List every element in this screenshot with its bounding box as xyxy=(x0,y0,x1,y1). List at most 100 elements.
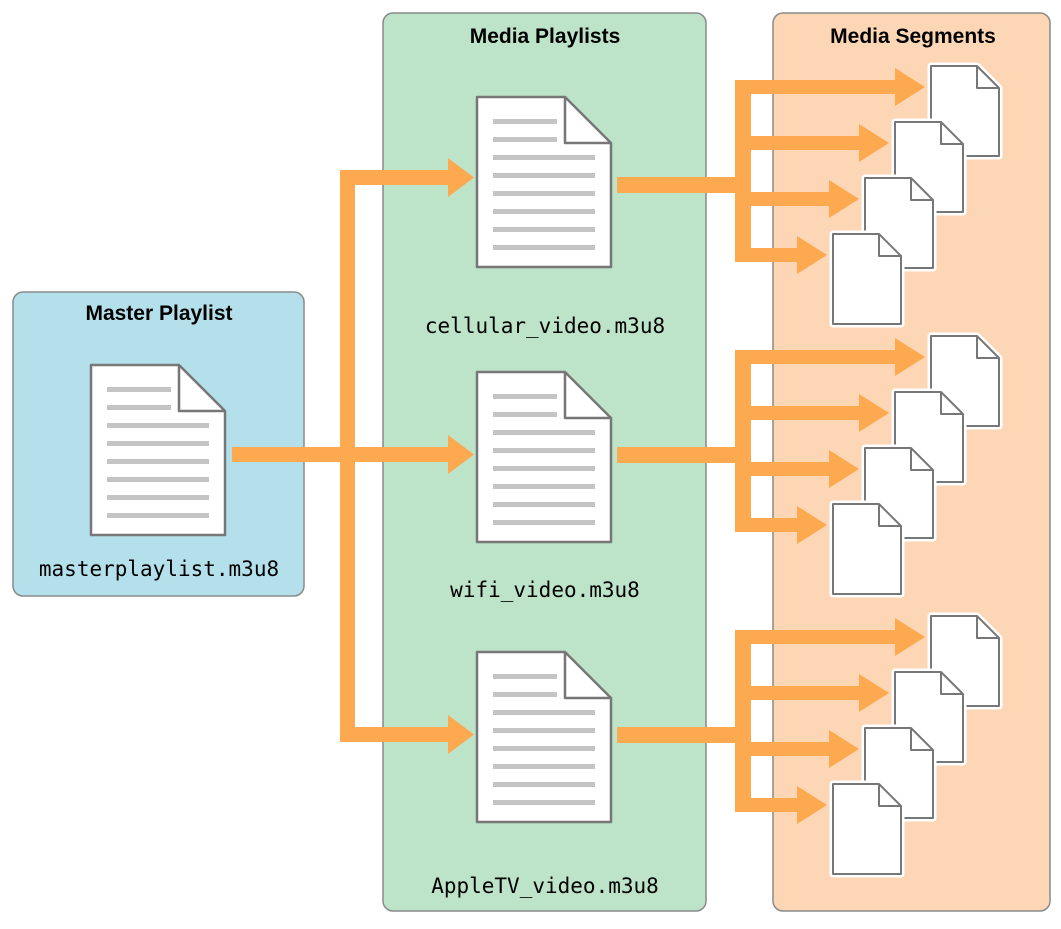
playlist-to-segments-shaft xyxy=(617,177,751,193)
arrow-icon xyxy=(829,450,859,488)
document-text-line xyxy=(493,484,595,489)
segment-fan-bar xyxy=(735,80,751,262)
arrow-shaft xyxy=(735,192,831,206)
document-text-line xyxy=(493,692,557,697)
arrow-icon xyxy=(797,506,827,544)
document-text-line xyxy=(493,520,595,525)
arrow-shaft xyxy=(735,630,897,644)
text-document-icon xyxy=(475,650,613,824)
arrow-icon xyxy=(448,158,474,197)
document-text-line xyxy=(493,191,595,196)
arrow-icon xyxy=(895,338,925,376)
arrow-shaft xyxy=(735,742,831,756)
document-text-line xyxy=(493,800,595,805)
arrow-to-cellular xyxy=(340,158,474,197)
document-text-line xyxy=(493,466,595,471)
arrow-shaft xyxy=(735,518,799,532)
arrow-icon xyxy=(448,435,474,474)
document-text-line xyxy=(493,209,595,214)
document-text-line xyxy=(107,423,209,428)
arrow-shaft xyxy=(735,686,861,700)
arrow-icon xyxy=(859,124,889,162)
document-text-line xyxy=(493,674,557,679)
document-text-line xyxy=(493,710,595,715)
arrow-icon xyxy=(829,730,859,768)
segment-fan-bar xyxy=(735,630,751,812)
document-text-line xyxy=(493,502,595,507)
document-text-line xyxy=(493,394,557,399)
arrow-shaft xyxy=(735,350,897,364)
document-fold xyxy=(878,504,901,527)
document-fold xyxy=(940,392,963,415)
document-text-line xyxy=(107,495,209,500)
document-text-line xyxy=(107,477,209,482)
arrow-icon xyxy=(829,180,859,218)
arrow-shaft xyxy=(340,447,450,462)
document-fold xyxy=(976,616,999,639)
document-text-line xyxy=(493,227,595,232)
segment-group xyxy=(617,332,1003,598)
document-text-line xyxy=(493,764,595,769)
document-fold xyxy=(878,784,901,807)
document-text-line xyxy=(493,782,595,787)
document-text-line xyxy=(493,448,595,453)
arrow-icon xyxy=(859,674,889,712)
document-text-line xyxy=(493,430,595,435)
document-text-line xyxy=(107,441,209,446)
playlist-to-segments-shaft xyxy=(617,727,751,743)
document-fold xyxy=(910,178,933,201)
arrow-icon xyxy=(797,786,827,824)
document-fold xyxy=(878,234,901,257)
segment-fan-bar xyxy=(735,350,751,532)
document-fold xyxy=(563,372,611,420)
document-text-line xyxy=(107,459,209,464)
document-fold xyxy=(910,728,933,751)
segment-group xyxy=(617,612,1003,878)
document-text-line xyxy=(493,173,595,178)
master-to-media-arrows xyxy=(232,158,474,754)
media-file-label-wifi: wifi_video.m3u8 xyxy=(450,578,640,602)
text-document-icon xyxy=(89,363,227,537)
arrow-shaft xyxy=(735,462,831,476)
document-text-line xyxy=(493,137,557,142)
arrow-icon xyxy=(859,394,889,432)
arrow-shaft xyxy=(735,136,861,150)
document-fold xyxy=(563,97,611,145)
arrow-icon xyxy=(448,715,474,754)
master-panel-title: Master Playlist xyxy=(85,302,232,325)
document-text-line xyxy=(493,746,595,751)
document-fold xyxy=(940,122,963,145)
arrow-shaft xyxy=(735,80,897,94)
text-document-icon xyxy=(475,370,613,544)
document-fold xyxy=(940,672,963,695)
document-body xyxy=(832,783,902,875)
document-text-line xyxy=(493,155,595,160)
playlist-to-segments-shaft xyxy=(617,447,751,463)
arrow-to-appletv xyxy=(340,715,474,754)
document-text-line xyxy=(493,119,557,124)
master-file-label: masterplaylist.m3u8 xyxy=(39,557,279,581)
segment-groups xyxy=(617,62,1003,878)
document-text-line xyxy=(493,412,557,417)
document-fold xyxy=(976,66,999,89)
media-file-label-cellular: cellular_video.m3u8 xyxy=(425,314,665,338)
arrow-shaft xyxy=(735,248,799,262)
arrow-shaft xyxy=(735,798,799,812)
blank-document-icon xyxy=(829,500,905,598)
document-text-line xyxy=(107,387,171,392)
blank-document-icon xyxy=(829,230,905,328)
document-fold xyxy=(563,652,611,700)
arrow-to-wifi xyxy=(340,435,474,474)
blank-document-icon xyxy=(861,174,937,272)
document-text-line xyxy=(493,245,595,250)
arrow-shaft xyxy=(340,727,450,742)
blank-document-icon xyxy=(829,780,905,878)
document-text-line xyxy=(493,728,595,733)
document-body xyxy=(832,233,902,325)
document-text-line xyxy=(107,405,171,410)
arrow-shaft xyxy=(340,170,450,185)
document-fold xyxy=(910,448,933,471)
arrow-icon xyxy=(797,236,827,274)
master-trunk xyxy=(232,447,344,462)
